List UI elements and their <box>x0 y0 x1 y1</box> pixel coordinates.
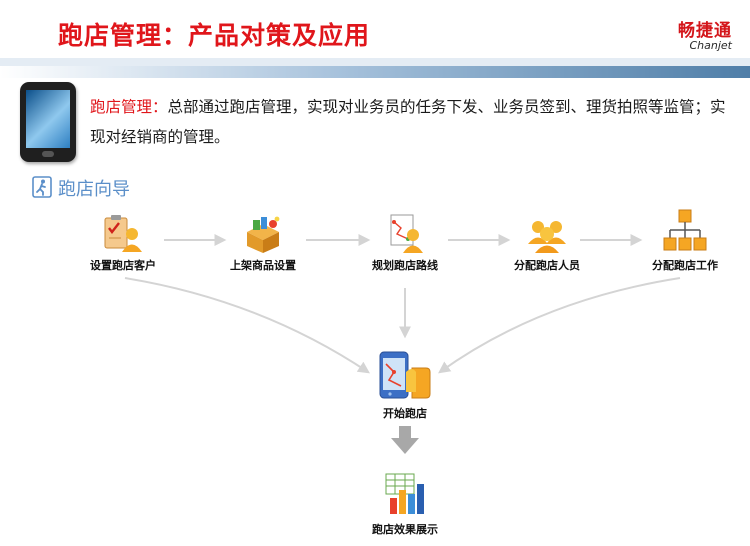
intro-text: 总部通过跑店管理，实现对业务员的任务下发、业务员签到、理货拍照等监管；实现对经销… <box>90 98 726 146</box>
clipboard-person-icon <box>104 215 142 252</box>
step-label: 跑店效果展示 <box>372 523 438 536</box>
step-label: 开始跑店 <box>383 407 427 420</box>
guide-title: 跑店向导 <box>58 179 130 200</box>
step-label: 上架商品设置 <box>230 259 296 272</box>
product-box-icon <box>247 216 280 253</box>
org-chart-icon <box>663 209 707 251</box>
step-label: 设置跑店客户 <box>90 259 156 272</box>
header-divider-light <box>0 58 750 66</box>
step-assign-staff: 分配跑店人员 <box>487 214 607 273</box>
guide-walker-icon <box>32 176 52 198</box>
phone-home-button <box>42 151 54 157</box>
step-label: 分配跑店人员 <box>514 259 580 272</box>
header-divider-gradient <box>0 66 750 78</box>
step-assign-work: 分配跑店工作 <box>625 208 745 273</box>
page-title: 跑店管理：产品对策及应用 <box>58 21 371 50</box>
step-plan-route: 规划跑店路线 <box>345 212 465 273</box>
phone-screen <box>26 90 70 148</box>
intro-paragraph: 跑店管理：总部通过跑店管理，实现对业务员的任务下发、业务员签到、理货拍照等监管；… <box>90 92 738 152</box>
mobile-map-icon <box>379 351 431 399</box>
step-visit-results: 跑店效果展示 <box>345 470 465 537</box>
chanjet-logo: 畅捷通 Chanjet <box>678 16 732 52</box>
logo-english-text: Chanjet <box>689 39 732 52</box>
arrow-center-to-result <box>391 426 419 454</box>
arrow-step5-to-center <box>438 277 681 374</box>
staff-group-icon <box>528 221 566 253</box>
step-label: 规划跑店路线 <box>372 259 438 272</box>
route-map-icon <box>390 214 423 253</box>
results-chart-icon <box>385 473 424 514</box>
step-set-customers: 设置跑店客户 <box>63 214 183 273</box>
arrow-step1-to-center <box>124 277 370 374</box>
step-shelf-products: 上架商品设置 <box>203 214 323 273</box>
phone-icon <box>20 82 76 162</box>
intro-label: 跑店管理： <box>90 98 168 116</box>
logo-chinese-text: 畅捷通 <box>678 21 732 41</box>
step-start-visit: 开始跑店 <box>345 350 465 421</box>
step-label: 分配跑店工作 <box>652 259 718 272</box>
